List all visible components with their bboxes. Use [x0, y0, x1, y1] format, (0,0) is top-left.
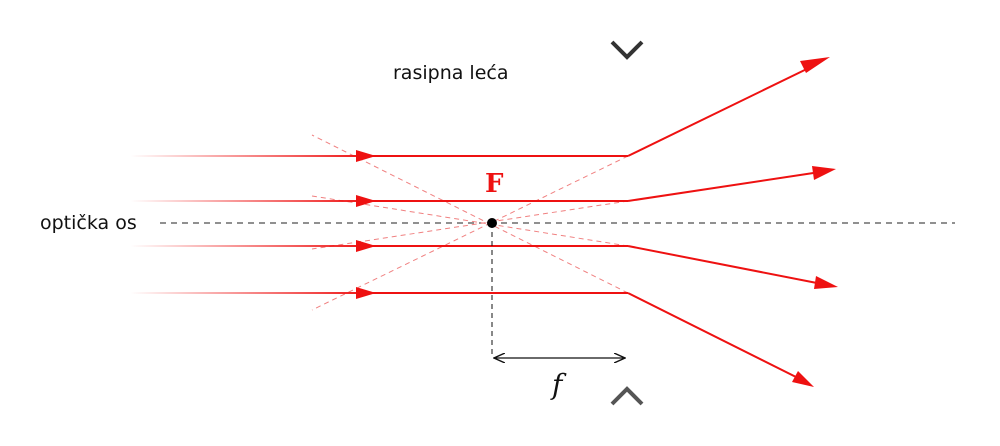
incoming-arrowhead-1 — [356, 150, 376, 162]
outgoing-rays — [627, 64, 823, 380]
outgoing-arrowhead-1 — [800, 57, 830, 73]
lens-top-cap — [610, 40, 644, 60]
outgoing-arrowheads — [792, 57, 838, 387]
focus-point — [487, 218, 497, 228]
outgoing-ray-3 — [627, 245, 823, 285]
outgoing-ray-2 — [627, 171, 821, 202]
incoming-arrowhead-4 — [356, 287, 376, 299]
incoming-arrowhead-3 — [356, 240, 376, 252]
outgoing-ray-1 — [627, 64, 816, 157]
focus-label: F — [485, 169, 504, 199]
construction-ray-1 — [311, 155, 629, 311]
optical-axis-label: optička os — [40, 212, 137, 234]
incoming-arrowheads — [356, 150, 376, 299]
construction-rays — [311, 134, 629, 311]
focal-length-label: f — [550, 368, 567, 401]
outgoing-arrowhead-3 — [814, 276, 838, 289]
outgoing-ray-4 — [627, 292, 801, 380]
outgoing-arrowhead-2 — [812, 166, 836, 180]
diverging-lens — [610, 40, 644, 406]
construction-ray-4 — [311, 134, 629, 294]
incoming-arrowhead-2 — [356, 195, 376, 207]
lens-label: rasipna leća — [393, 62, 508, 84]
incoming-rays — [130, 155, 628, 294]
lens-bottom-cap — [610, 386, 644, 406]
outgoing-arrowhead-4 — [792, 371, 814, 387]
